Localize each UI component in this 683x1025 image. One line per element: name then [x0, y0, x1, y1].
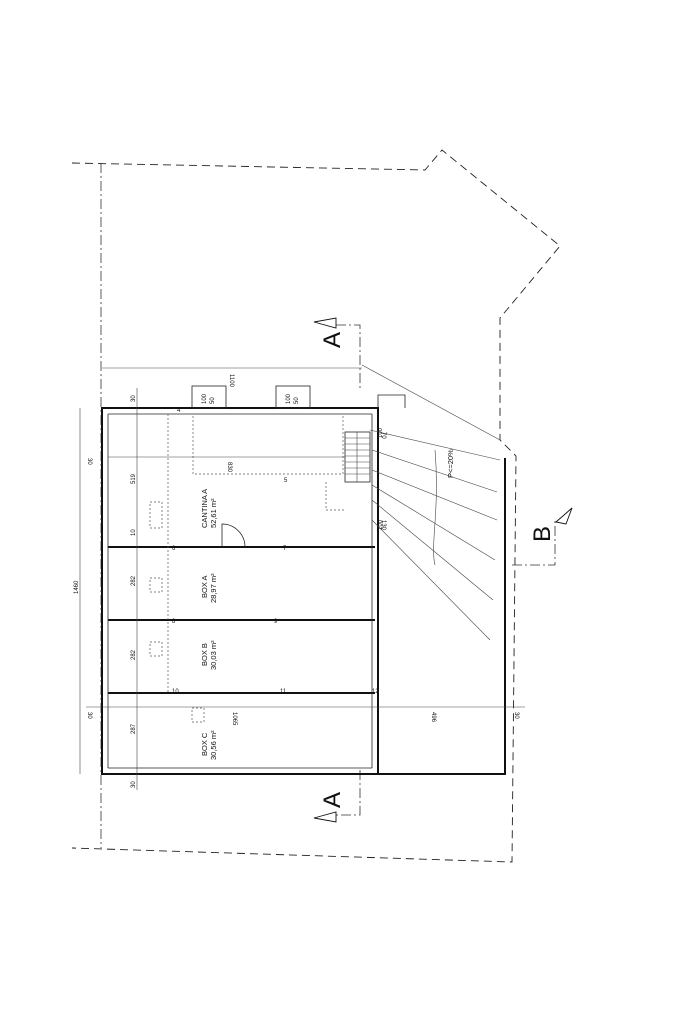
dim-30-left-bottom: 30 — [86, 712, 92, 719]
box-a-car-spot — [149, 577, 163, 593]
dim-287: 287 — [131, 723, 137, 734]
ramp-edge — [377, 394, 406, 408]
window-1-height: 50 — [210, 397, 216, 404]
dashed-stair-landing — [325, 482, 345, 511]
door-1-height: 100 — [378, 427, 384, 438]
dim-1460: 1460 — [74, 580, 80, 594]
dim-10: 10 — [131, 529, 137, 536]
dim-1065: 1065 — [231, 712, 237, 726]
mark-9: 9 — [274, 619, 278, 625]
box-a-area: 28,97 m² — [209, 573, 218, 603]
dim-30-bottom-left: 30 — [131, 781, 137, 788]
window-2-height: 50 — [294, 397, 300, 404]
box-b-name: BOX B — [200, 643, 209, 666]
ramp-lines — [361, 364, 501, 641]
dim-30-right: 30 — [513, 712, 519, 719]
door-2-height: 100 — [378, 519, 384, 530]
mark-12: 12 — [372, 689, 379, 695]
section-a-label-top: A — [319, 332, 346, 348]
slope-label: P<=20% — [446, 449, 455, 478]
box-c-area: 30,56 m² — [209, 730, 218, 760]
stair-treads — [345, 432, 370, 482]
cantina-a-area: 52,61 m² — [209, 498, 218, 528]
mark-10: 10 — [172, 689, 179, 695]
stair — [344, 431, 371, 483]
section-a-line-bottom — [336, 770, 361, 816]
section-b-arrow — [555, 507, 573, 525]
mark-6: 6 — [172, 546, 176, 552]
dim-30-left-mid: 30 — [86, 458, 92, 465]
window-2-width: 100 — [286, 393, 292, 404]
ramp-outline — [378, 458, 506, 775]
section-b-line — [512, 520, 556, 566]
section-a-label-bottom: A — [319, 792, 346, 808]
section-b-label: B — [529, 526, 556, 542]
dim-496: 496 — [430, 712, 436, 723]
dim-282-a: 282 — [131, 575, 137, 586]
cantina-a-name: CANTINA A — [200, 489, 209, 528]
section-a-arrow-bottom — [313, 811, 337, 823]
dim-282-b: 282 — [131, 649, 137, 660]
dim-30-top: 30 — [131, 395, 137, 402]
window-2 — [275, 385, 311, 409]
mark-5: 5 — [284, 478, 288, 484]
box-b-area: 30,03 m² — [209, 640, 218, 670]
box-c-car-spot — [191, 707, 205, 723]
door-1-width: 70 — [380, 432, 386, 439]
mark-4: 4 — [177, 408, 181, 414]
cantina-raised-area — [192, 413, 344, 475]
section-a-arrow-top — [313, 317, 337, 329]
box-b-car-spot — [149, 641, 163, 657]
section-a-line-top — [336, 324, 361, 390]
mark-11: 11 — [280, 689, 287, 695]
mark-8: 8 — [172, 619, 176, 625]
building-outline — [101, 407, 379, 775]
box-a-name: BOX A — [200, 575, 209, 598]
dim-top-width: 1100 — [228, 374, 234, 388]
window-1-width: 100 — [202, 393, 208, 404]
cantina-door — [221, 523, 246, 548]
window-1 — [191, 385, 227, 409]
mark-7: 7 — [283, 546, 287, 552]
door-2-width: 130 — [380, 520, 386, 531]
cantina-car-spot — [149, 501, 163, 529]
dim-830: 830 — [226, 462, 232, 473]
box-c-name: BOX C — [200, 732, 209, 756]
property-boundary — [71, 149, 561, 863]
dim-519: 519 — [131, 473, 137, 484]
